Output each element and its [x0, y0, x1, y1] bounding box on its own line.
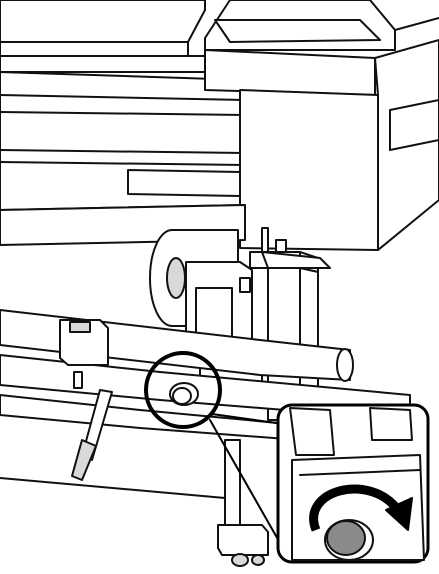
base-leg [224, 439, 241, 529]
caster-wheel-right [251, 554, 265, 566]
detail-inset [276, 403, 430, 564]
bracket-knob-top [275, 239, 287, 253]
panel-line-2 [0, 149, 246, 154]
panel-line-4 [0, 111, 246, 116]
panel-line-3 [0, 161, 246, 166]
main-knob [169, 382, 199, 406]
bracket-post [261, 227, 269, 253]
stand-base [0, 439, 269, 567]
control-box-front [204, 49, 376, 96]
printer-body [0, 0, 439, 251]
detail-upper-part [289, 407, 335, 456]
control-box-side-panel [389, 99, 439, 151]
stand-collar [261, 251, 331, 269]
detail-inset-content [289, 407, 425, 561]
base-foot [217, 524, 269, 556]
right-edge-line [394, 17, 439, 31]
adapter-tab [239, 277, 251, 293]
panel-line-1 [0, 94, 246, 101]
left-rail-bracket-top [69, 321, 91, 333]
detail-body [291, 454, 425, 561]
highlight-circle [144, 351, 222, 429]
lock-lever [71, 389, 113, 481]
callout-line-bottom [209, 419, 285, 551]
left-small-clip [73, 371, 83, 389]
rotation-arrow-icon [309, 484, 402, 532]
control-box-body [239, 89, 379, 251]
control-box-top-inner [214, 19, 381, 43]
detail-body-line [299, 469, 421, 476]
media-roll-core [166, 257, 186, 299]
adapter-face [195, 287, 233, 341]
upper-shaft-end [336, 348, 354, 382]
caster-wheel-left [231, 553, 249, 567]
printer-top-cover-edge [0, 41, 189, 57]
base-rail-line [0, 477, 226, 499]
printer-top-cover [0, 0, 206, 43]
detail-knob-icon [326, 520, 366, 556]
lock-lever-grip [71, 439, 97, 481]
rotation-arrow-head [385, 497, 413, 531]
panel-slot [127, 169, 241, 197]
knob-icon [172, 387, 192, 405]
detail-upper-part-right [369, 407, 413, 441]
